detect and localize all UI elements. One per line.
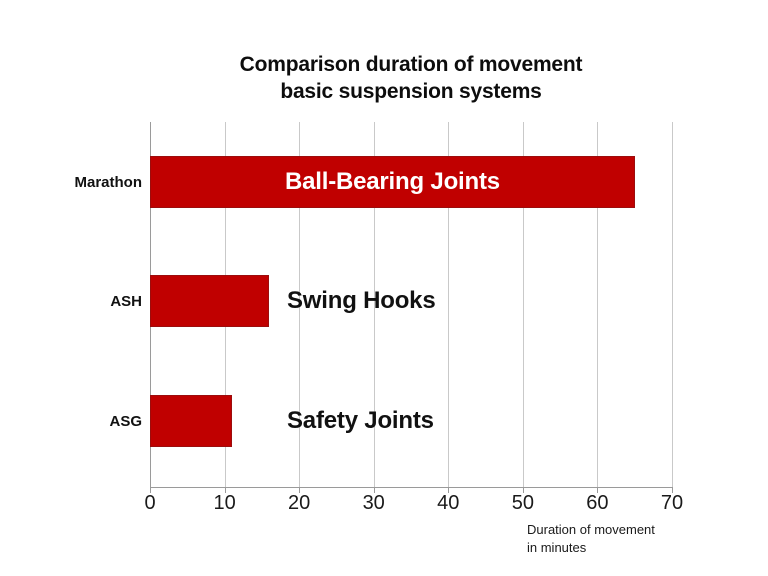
xtick-label-10: 10 bbox=[213, 492, 236, 514]
x-axis-title-line-2: in minutes bbox=[527, 539, 587, 555]
tick-mark-0 bbox=[150, 487, 151, 493]
tick-mark-50 bbox=[522, 487, 524, 493]
xtick-label-0: 0 bbox=[144, 492, 156, 514]
bar-label-asg: Safety Joints bbox=[287, 407, 434, 434]
x-axis-line bbox=[150, 487, 673, 488]
category-label-asg: ASG bbox=[109, 412, 142, 430]
xtick-label-60: 60 bbox=[586, 492, 609, 514]
chart-title: Comparison duration of movement basic su… bbox=[150, 52, 672, 106]
bar-label-ash: Swing Hooks bbox=[287, 287, 436, 314]
gridline-70 bbox=[672, 122, 673, 487]
chart-title-line-1: Comparison duration of movement bbox=[239, 53, 583, 76]
xtick-label-70: 70 bbox=[660, 492, 684, 514]
xtick-label-40: 40 bbox=[437, 492, 460, 514]
xtick-label-50: 50 bbox=[511, 492, 535, 514]
x-axis-title-line-1: Duration of movement bbox=[527, 522, 655, 537]
plot-area: Ball-Bearing Joints Swing Hooks Safety J… bbox=[150, 122, 673, 487]
x-axis-title: Duration of movement in minutes bbox=[527, 521, 655, 556]
category-label-ash: ASH bbox=[110, 292, 142, 310]
tick-mark-30 bbox=[373, 487, 375, 493]
xtick-label-30: 30 bbox=[362, 492, 385, 514]
category-label-marathon: Marathon bbox=[74, 173, 143, 191]
bar-marathon[interactable] bbox=[150, 156, 635, 208]
gridline-60 bbox=[597, 122, 599, 487]
tick-mark-20 bbox=[299, 487, 301, 493]
tick-mark-40 bbox=[448, 487, 450, 493]
tick-mark-70 bbox=[672, 487, 673, 493]
xtick-label-20: 20 bbox=[287, 492, 311, 514]
gridline-40 bbox=[448, 122, 450, 487]
bar-asg[interactable] bbox=[150, 395, 233, 447]
tick-mark-10 bbox=[224, 487, 226, 493]
bar-ash[interactable] bbox=[150, 275, 270, 327]
chart-title-line-2: basic suspension systems bbox=[280, 79, 542, 103]
gridline-50 bbox=[522, 122, 524, 487]
tick-mark-60 bbox=[597, 487, 599, 493]
bar-label-marathon: Ball-Bearing Joints bbox=[284, 168, 500, 195]
gridline-30 bbox=[373, 122, 375, 487]
gridline-20 bbox=[299, 122, 301, 487]
